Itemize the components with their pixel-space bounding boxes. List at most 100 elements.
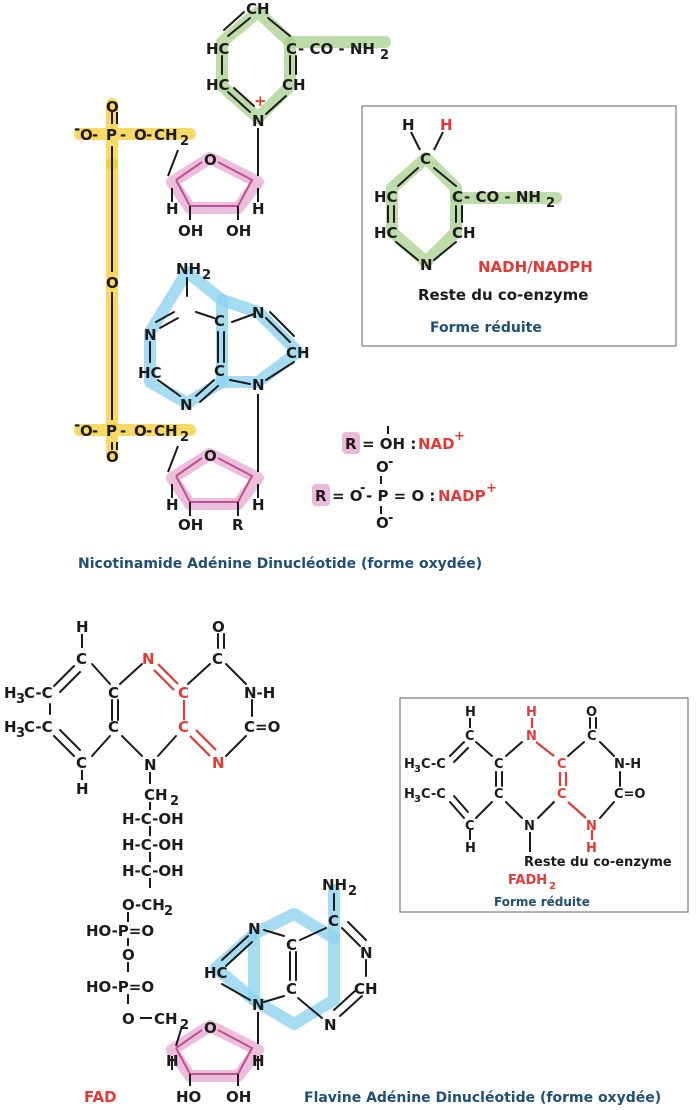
atom-c: C <box>494 787 504 802</box>
o-up-minus: - <box>388 455 393 470</box>
nadh-reduced-box: H H C HC C - CO - NH 2 HC CH N NADH/NADP… <box>361 105 677 347</box>
nadh-name: NADH/NADPH <box>478 258 593 276</box>
atom-c-c: C-C <box>24 718 53 736</box>
atom-ch: CH <box>354 980 378 998</box>
r-symbol: R <box>315 487 327 505</box>
atom-n: N <box>144 756 157 774</box>
atom-oh: OH <box>178 516 203 534</box>
bond-dash: - <box>120 126 126 144</box>
atom-sub: 2 <box>546 196 555 211</box>
atom-c-red: C <box>557 787 567 802</box>
atom-oh: OH <box>226 1088 251 1106</box>
atom-n-red: N <box>212 754 225 772</box>
atom-c: C <box>420 150 431 168</box>
atom-sub: 3 <box>414 794 421 805</box>
atom-c-amide: C <box>286 40 297 58</box>
atom-o-ring: O <box>204 1019 217 1037</box>
atom-sub: 2 <box>170 794 179 809</box>
fad-caption: Flavine Adénine Dinucléotide (forme oxyd… <box>304 1090 661 1106</box>
atom-n: N <box>360 944 373 962</box>
atom-ch2: CH <box>154 422 178 440</box>
atom-o: O <box>122 946 135 964</box>
atom-o: O <box>134 126 147 144</box>
atom-o-minus: O <box>80 126 93 144</box>
atom-h: H <box>465 841 476 856</box>
fadh2-reduced-box: H H N O C C C H 3 C-C C N-H H 3 C-C C C … <box>399 697 689 913</box>
atom-ch2: CH <box>154 1010 178 1028</box>
atom-hc: HC <box>206 40 230 58</box>
atom-c: C <box>465 729 475 744</box>
atom-h: H <box>465 705 476 720</box>
atom-co-nh2: - CO - NH <box>298 40 375 58</box>
nad-caption: Nicotinamide Adénine Dinucléotide (forme… <box>78 556 482 572</box>
atom-c: C <box>76 754 87 772</box>
atom-ho-p: HO-P=O <box>86 978 154 996</box>
atom-h: H <box>252 200 265 218</box>
atom-n: N <box>324 1016 337 1034</box>
atom-o: O <box>106 448 119 466</box>
atom-hcoh: H-C-OH <box>122 862 184 880</box>
atom-hc: HC <box>374 224 398 242</box>
atom-c-c: C-C <box>24 684 53 702</box>
reduced-caption: Forme réduite <box>494 895 590 909</box>
r-eq-oh: = OH : <box>362 435 416 453</box>
charge-plus: + <box>254 92 267 110</box>
atom-h: H <box>252 496 265 514</box>
nad-name: NAD <box>418 435 455 453</box>
atom-ch: CH <box>282 76 306 94</box>
atom-ch-top: CH <box>246 0 270 18</box>
atom-ch: CH <box>452 224 476 242</box>
atom-h: H <box>252 1052 265 1070</box>
atom-c: C <box>452 188 463 206</box>
reduced-caption: Forme réduite <box>430 320 542 336</box>
o-down-minus: - <box>388 511 393 526</box>
nad-atoms: CH HC C - CO - NH 2 HC CH N + O - O - P … <box>74 0 389 534</box>
atom-h3c: H <box>404 787 415 802</box>
atom-n-red: N <box>586 819 597 834</box>
atom-ch: CH <box>286 344 310 362</box>
bond-dash: - <box>92 422 98 440</box>
atom-n-plus: N <box>252 112 265 130</box>
atom-c-c: C-C <box>421 757 446 772</box>
fad-atoms: H C N C C O H 3 C-C C N-H H 3 C-C C C C=… <box>4 618 378 1106</box>
atom-c: C <box>286 936 297 954</box>
o-minus: - <box>360 481 365 496</box>
atom-nh2: NH <box>322 876 347 894</box>
atom-nh2-sub: 2 <box>380 48 389 63</box>
atom-ho: HO <box>176 1088 201 1106</box>
atom-hc: HC <box>204 964 228 982</box>
atom-c-eq-o: C=O <box>244 718 280 736</box>
atom-h: H <box>402 116 415 134</box>
atom-r: R <box>232 516 244 534</box>
r-symbol: R <box>345 435 357 453</box>
fadh2-name: FADH <box>508 873 547 888</box>
atom-o: O <box>212 618 225 636</box>
atom-c: C <box>494 757 504 772</box>
atom-o-ring: O <box>204 447 217 465</box>
atom-n: N <box>248 920 261 938</box>
o-down: O <box>376 514 389 532</box>
atom-c: C <box>465 819 475 834</box>
atom-n: N <box>180 396 193 414</box>
atom-h: H <box>76 618 89 636</box>
atom-h-added: H <box>440 116 453 134</box>
atom-c: C <box>108 718 119 736</box>
atom-c: C <box>286 980 297 998</box>
atom-o: O <box>122 1010 135 1028</box>
atom-c: C <box>328 912 339 930</box>
fad-label: FAD <box>84 1088 117 1106</box>
atom-sub: 2 <box>180 430 189 445</box>
atom-c: C <box>587 729 597 744</box>
atom-sub: 2 <box>348 884 357 899</box>
atom-h3c: H <box>4 684 17 702</box>
atom-nh: N-H <box>614 757 641 772</box>
atom-h-added: H <box>586 841 597 856</box>
atom-p: P <box>106 422 117 440</box>
o-up: O <box>376 458 389 476</box>
atom-h-added: H <box>526 705 537 720</box>
fadh2-sub: 2 <box>549 881 556 892</box>
atom-o: O <box>106 98 119 116</box>
r-eq-o: = O <box>332 487 363 505</box>
atom-sub: 2 <box>180 134 189 149</box>
atom-ch2: CH <box>154 126 178 144</box>
